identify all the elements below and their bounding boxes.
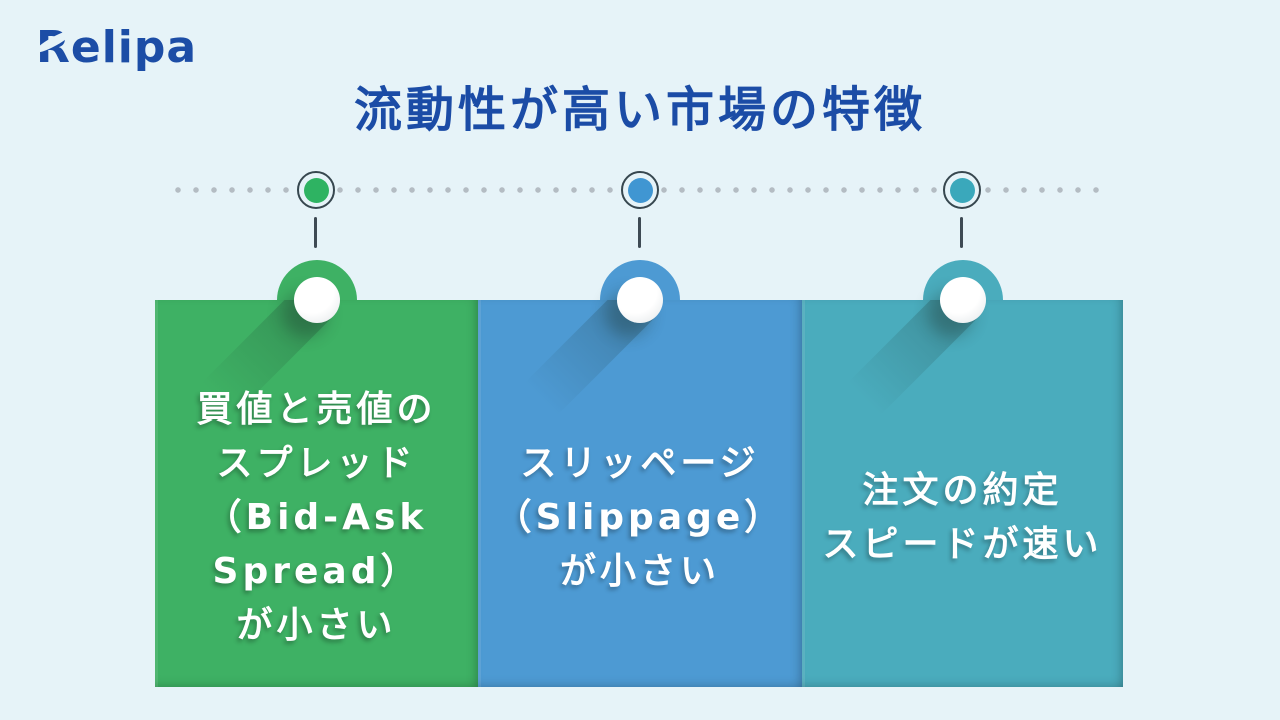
card-body: 買値と売値の スプレッド （Bid-Ask Spread） が小さい	[155, 300, 478, 687]
pin-ball-icon	[293, 277, 340, 323]
pin-ball-icon	[617, 277, 663, 323]
logo-text: Relipa	[36, 22, 198, 73]
marker-connector-line-1	[314, 217, 317, 248]
card-body: スリッページ （Slippage） が小さい	[478, 300, 802, 687]
card-line: 買値と売値の	[196, 388, 437, 430]
timeline-marker-1	[297, 171, 335, 209]
feature-card-execution-speed: 注文の約定 スピードが速い	[802, 260, 1123, 687]
card-line: Spread）	[212, 550, 421, 592]
card-text: スリッページ （Slippage） が小さい	[478, 300, 802, 687]
card-line: スリッページ	[520, 442, 760, 484]
card-line: スプレッド	[216, 442, 417, 484]
card-body: 注文の約定 スピードが速い	[802, 300, 1123, 687]
card-line: （Bid-Ask	[205, 496, 428, 538]
card-line: スピードが速い	[822, 523, 1103, 565]
marker-dot-icon	[303, 177, 329, 203]
pin-ball-icon	[939, 277, 986, 323]
timeline-marker-3	[943, 171, 981, 209]
marker-connector-line-3	[960, 217, 963, 248]
card-text: 注文の約定 スピードが速い	[802, 300, 1123, 687]
card-text: 買値と売値の スプレッド （Bid-Ask Spread） が小さい	[155, 300, 478, 687]
marker-connector-line-2	[638, 217, 641, 248]
page-title: 流動性が高い市場の特徴	[353, 82, 926, 138]
relipa-logo: Relipa	[33, 22, 198, 73]
feature-card-spread: 買値と売値の スプレッド （Bid-Ask Spread） が小さい	[155, 260, 478, 687]
marker-dot-icon	[949, 177, 975, 203]
marker-dot-icon	[627, 177, 653, 203]
card-line: （Slippage）	[495, 496, 785, 538]
feature-card-slippage: スリッページ （Slippage） が小さい	[478, 260, 802, 687]
card-line: が小さい	[559, 550, 720, 592]
card-line: が小さい	[236, 604, 397, 646]
timeline-marker-2	[621, 171, 659, 209]
card-line: 注文の約定	[862, 469, 1063, 511]
